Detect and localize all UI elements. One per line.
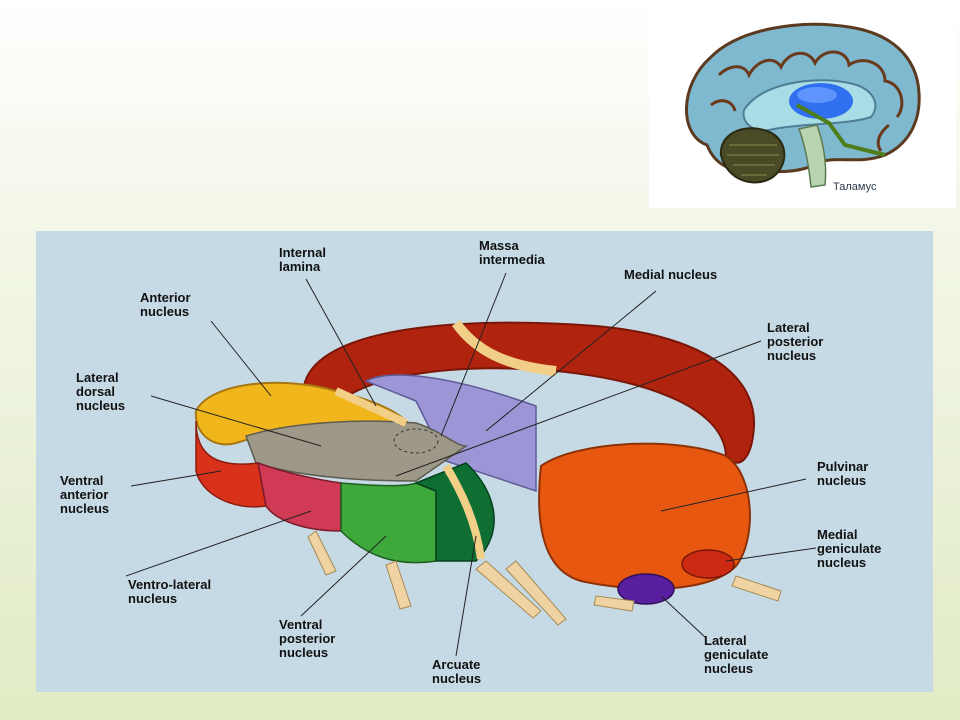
label-line: nucleus (76, 398, 125, 413)
inset-caption: Таламус (833, 181, 877, 193)
label-line: geniculate (817, 541, 881, 556)
label-medial-nucleus: Medial nucleus (624, 267, 717, 282)
label-line: Arcuate (432, 657, 480, 672)
label-medial-geniculate-nucleus: Medial geniculate nucleus (817, 527, 885, 570)
label-line: Anterior (140, 290, 191, 305)
label-line: nucleus (817, 555, 866, 570)
label-line: Ventral (279, 617, 322, 632)
lateral-dorsal-shape (245, 420, 469, 482)
label-line: nucleus (767, 348, 816, 363)
label-line: posterior (279, 631, 335, 646)
thalamus-diagram: Internal lamina Massa intermedia Medial … (36, 231, 933, 692)
label-pulvinar-nucleus: Pulvinar nucleus (817, 459, 872, 488)
label-line: Lateral (76, 370, 119, 385)
label-line: nucleus (279, 645, 328, 660)
label-line: anterior (60, 487, 108, 502)
label-line: nucleus (817, 473, 866, 488)
label-line: nucleus (432, 671, 481, 686)
label-anterior-nucleus: Anterior nucleus (140, 290, 194, 319)
label-internal-lamina: Internal lamina (279, 245, 330, 274)
brain-illustration (685, 22, 921, 188)
label-line: Medial nucleus (624, 267, 717, 282)
internal-lamina-band (451, 320, 557, 376)
ventral-posterior-shape (340, 482, 437, 564)
label-line: Ventral (60, 473, 103, 488)
label-lateral-posterior-nucleus: Lateral posterior nucleus (767, 320, 827, 363)
label-line: Internal (279, 245, 326, 260)
medial-geniculate-shape (681, 549, 735, 579)
label-arcuate-nucleus: Arcuate nucleus (432, 657, 484, 686)
fiber-tracts (307, 530, 782, 626)
label-lateral-dorsal-nucleus: Lateral dorsal nucleus (76, 370, 125, 413)
label-line: Lateral (767, 320, 810, 335)
label-line: posterior (767, 334, 823, 349)
label-line: geniculate (704, 647, 768, 662)
label-massa-intermedia: Massa intermedia (479, 238, 546, 267)
label-line: nucleus (704, 661, 753, 676)
lateral-posterior-shape (364, 374, 537, 493)
medial-nucleus-shape (302, 321, 756, 464)
label-lateral-geniculate-nucleus: Lateral geniculate nucleus (704, 633, 772, 676)
label-line: nucleus (60, 501, 109, 516)
label-ventral-posterior-nucleus: Ventral posterior nucleus (279, 617, 339, 660)
label-line: Pulvinar (817, 459, 868, 474)
label-line: Ventro-lateral (128, 577, 211, 592)
label-line: lamina (279, 259, 321, 274)
label-line: intermedia (479, 252, 546, 267)
brain-inset-image: Таламус (649, 5, 956, 208)
label-ventro-lateral-nucleus: Ventro-lateral nucleus (128, 577, 215, 606)
label-line: dorsal (76, 384, 115, 399)
lateral-geniculate-shape (617, 573, 675, 605)
label-line: Medial (817, 527, 857, 542)
label-line: Lateral (704, 633, 747, 648)
label-line: Massa (479, 238, 520, 253)
label-line: nucleus (128, 591, 177, 606)
label-ventral-anterior-nucleus: Ventral anterior nucleus (60, 473, 112, 516)
leader-lines (125, 272, 817, 657)
label-line: nucleus (140, 304, 189, 319)
